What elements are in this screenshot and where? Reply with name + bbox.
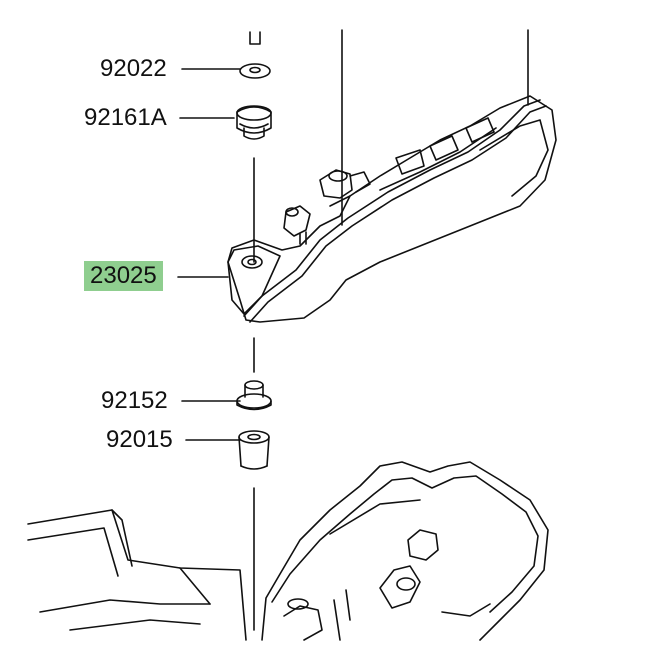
collar-92152 <box>236 380 272 411</box>
seat-cowl <box>27 509 247 641</box>
nut-92015 <box>238 430 270 470</box>
part-label-92022: 92022 <box>100 55 167 82</box>
part-label-92015: 92015 <box>106 426 173 453</box>
washer-92022 <box>239 31 271 79</box>
leader-lines <box>177 68 241 441</box>
part-label-23025-highlighted: 23025 <box>84 261 163 291</box>
part-label-92161A: 92161A <box>84 104 167 131</box>
part-label-92152: 92152 <box>101 387 168 414</box>
lamp-assembly-23025 <box>227 95 557 323</box>
assembly-reference-lines <box>253 29 529 631</box>
tail-housing <box>261 461 549 641</box>
grommet-92161A <box>236 105 272 140</box>
